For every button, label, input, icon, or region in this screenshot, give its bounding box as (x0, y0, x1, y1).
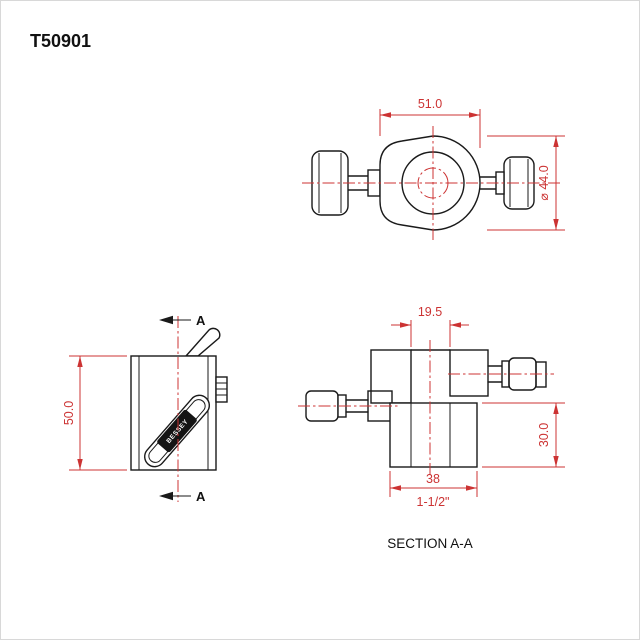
angled-rod (184, 327, 221, 357)
arrowhead-left (400, 322, 411, 328)
section-centerlines (298, 340, 554, 478)
top-view-centerlines (302, 126, 562, 240)
lower-body-left-wall-section (389, 402, 412, 468)
arrowhead-left (159, 491, 173, 501)
dimension-height-30: 30.0 (482, 402, 565, 468)
arrowhead-bottom (553, 219, 559, 230)
dim-30-label: 30.0 (537, 423, 551, 447)
dimension-width-38: 38 1-1/2" (389, 471, 478, 509)
top-view: 51.0 ⌀ 44.0 (302, 97, 565, 240)
pitch-circle-centerline (417, 167, 449, 199)
dimension-gap-19-5: 19.5 (391, 305, 469, 347)
side-view: BESSEY A A 50.0 (62, 313, 228, 504)
section-label-a-top: A (196, 313, 206, 328)
dimension-height-50: 50.0 (62, 355, 127, 471)
arrowhead-bottom (77, 459, 83, 470)
arrowhead-top (553, 403, 559, 414)
section-label-a-bottom: A (196, 489, 206, 504)
right-spindle-lines (487, 365, 503, 383)
left-spindle-lines (347, 175, 369, 191)
arrowhead-top (553, 136, 559, 147)
dimension-width-51: 51.0 (379, 97, 481, 148)
extension-lines (69, 355, 127, 471)
upper-right-block-section (449, 349, 489, 397)
arrowhead-left (380, 112, 391, 118)
section-view: 19.5 30.0 38 1-1/2" SECTION A-A (298, 305, 565, 551)
extension-lines (482, 402, 565, 468)
handle-label-plate (157, 409, 197, 453)
left-spindle-lines (345, 399, 369, 413)
dim-19-5-label: 19.5 (418, 305, 442, 319)
spindle-end-lines (216, 382, 227, 396)
arrowhead-bottom (553, 456, 559, 467)
dim-38-label: 38 (426, 472, 440, 486)
section-arrow-top: A (159, 313, 206, 328)
section-caption: SECTION A-A (387, 536, 473, 551)
arrowhead-top (77, 356, 83, 367)
lower-body-right-wall-section (449, 402, 478, 468)
arrowhead-left (159, 315, 173, 325)
body-inner-lines (138, 356, 209, 470)
dim-44-label: ⌀ 44.0 (537, 165, 551, 200)
arrowhead-left (390, 485, 401, 491)
extension-lines (389, 471, 478, 497)
lower-body (389, 402, 478, 468)
extension-lines (487, 135, 565, 231)
drawing-number: T50901 (30, 31, 91, 51)
dim-51-label: 51.0 (418, 97, 442, 111)
dim-50-label: 50.0 (62, 401, 76, 425)
dim-1-1-2in-label: 1-1/2" (417, 495, 450, 509)
section-arrow-bottom: A (159, 489, 206, 504)
arrowhead-right (450, 322, 461, 328)
dimension-diameter-44: ⌀ 44.0 (487, 135, 565, 231)
arrowhead-right (466, 485, 477, 491)
arrowhead-right (469, 112, 480, 118)
right-spindle-lines (479, 176, 497, 190)
